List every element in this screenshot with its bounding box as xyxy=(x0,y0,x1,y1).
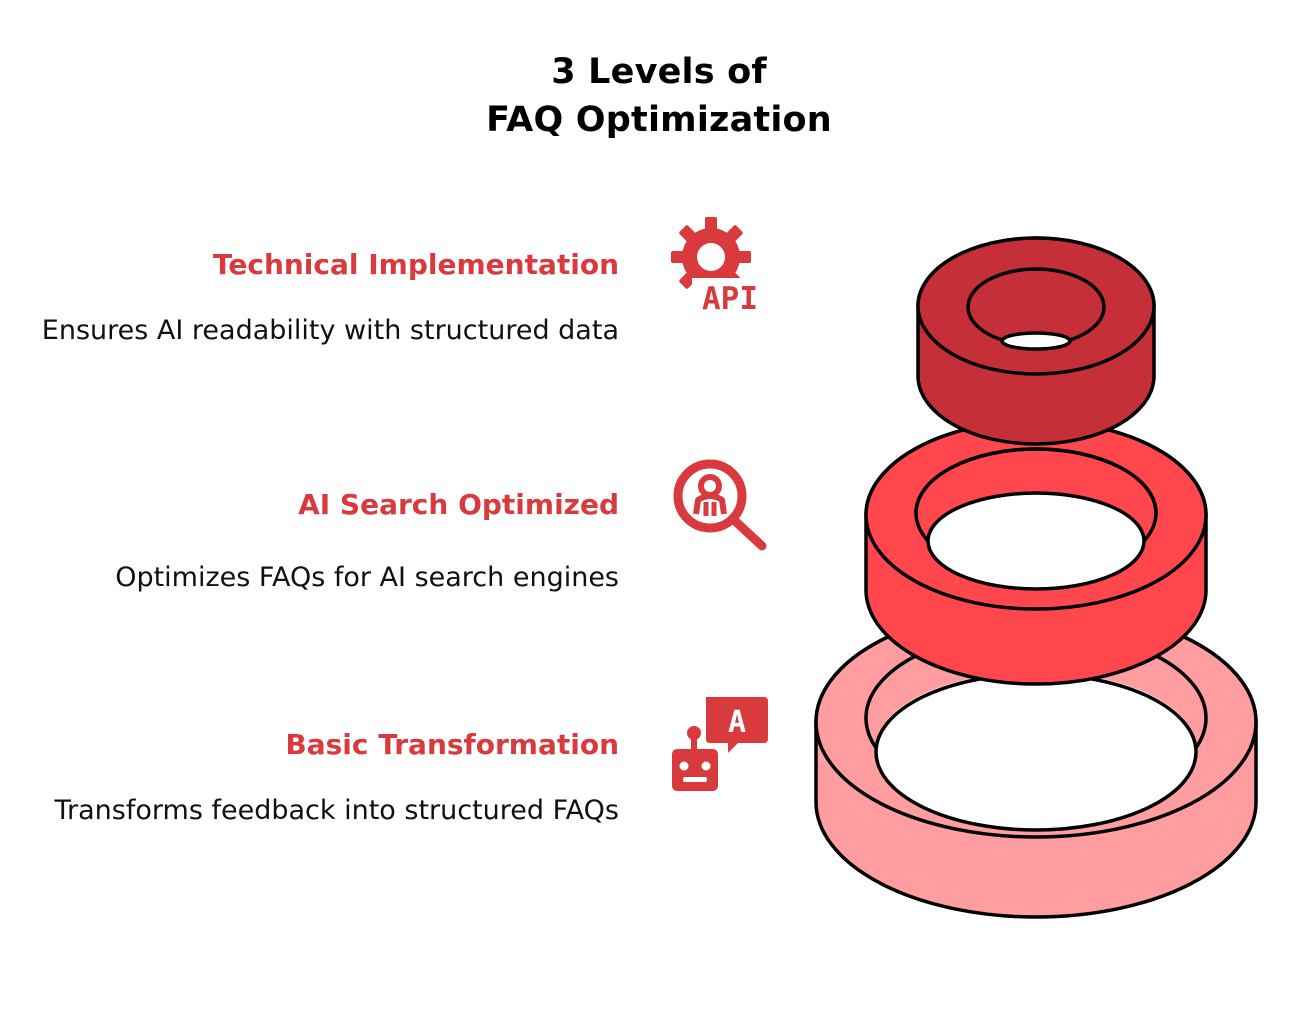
ring-stack-diagram xyxy=(814,236,1258,919)
level-description-ai-search-optimized: Optimizes FAQs for AI search engines xyxy=(115,562,619,593)
level-heading-technical-implementation: Technical Implementation xyxy=(212,248,619,281)
ring-ai-search-optimized xyxy=(864,419,1208,686)
ring-technical-implementation xyxy=(916,236,1156,446)
level-heading-ai-search-optimized: AI Search Optimized xyxy=(298,488,619,521)
api-icon-text: API xyxy=(702,281,758,317)
ai-search-magnifier-icon xyxy=(673,459,767,551)
diagram-title: 3 Levels of FAQ Optimization xyxy=(0,48,1304,144)
level-heading-basic-transformation: Basic Transformation xyxy=(285,728,619,761)
title-line-1: 3 Levels of xyxy=(551,52,767,92)
robot-chat-icon: A xyxy=(672,697,768,791)
level-description-technical-implementation: Ensures AI readability with structured d… xyxy=(41,315,619,346)
title-line-2: FAQ Optimization xyxy=(486,100,832,140)
chat-bubble-letter: A xyxy=(728,705,746,740)
gear-api-icon: API xyxy=(671,217,768,317)
ring-basic-transformation xyxy=(814,605,1258,919)
level-description-basic-transformation: Transforms feedback into structured FAQs xyxy=(54,795,619,826)
